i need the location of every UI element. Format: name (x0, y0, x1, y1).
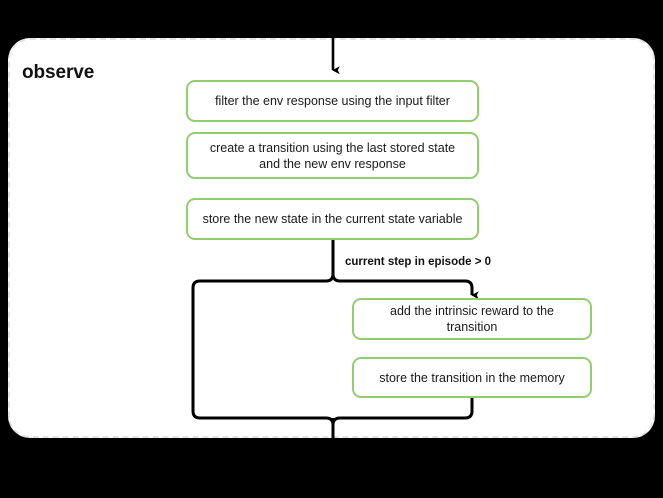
node-add-intrinsic-reward[interactable]: add the intrinsic reward to the transiti… (352, 298, 592, 340)
group-title-observe: observe (22, 62, 95, 83)
node-label: filter the env response using the input … (215, 94, 450, 108)
node-label: store the new state in the current state… (202, 212, 463, 226)
node-store-new-state[interactable]: store the new state in the current state… (186, 198, 479, 240)
node-label: store the transition in the memory (379, 370, 565, 385)
node-store-transition-memory[interactable]: store the transition in the memory (352, 357, 592, 398)
node-filter-env-response[interactable]: filter the env response using the input … (186, 80, 479, 122)
node-label: create a transition using the last store… (209, 140, 456, 171)
node-create-transition[interactable]: create a transition using the last store… (186, 132, 479, 179)
edge-label-branch-condition: current step in episode > 0 (345, 256, 492, 268)
node-label: add the intrinsic reward to the transiti… (390, 304, 554, 334)
